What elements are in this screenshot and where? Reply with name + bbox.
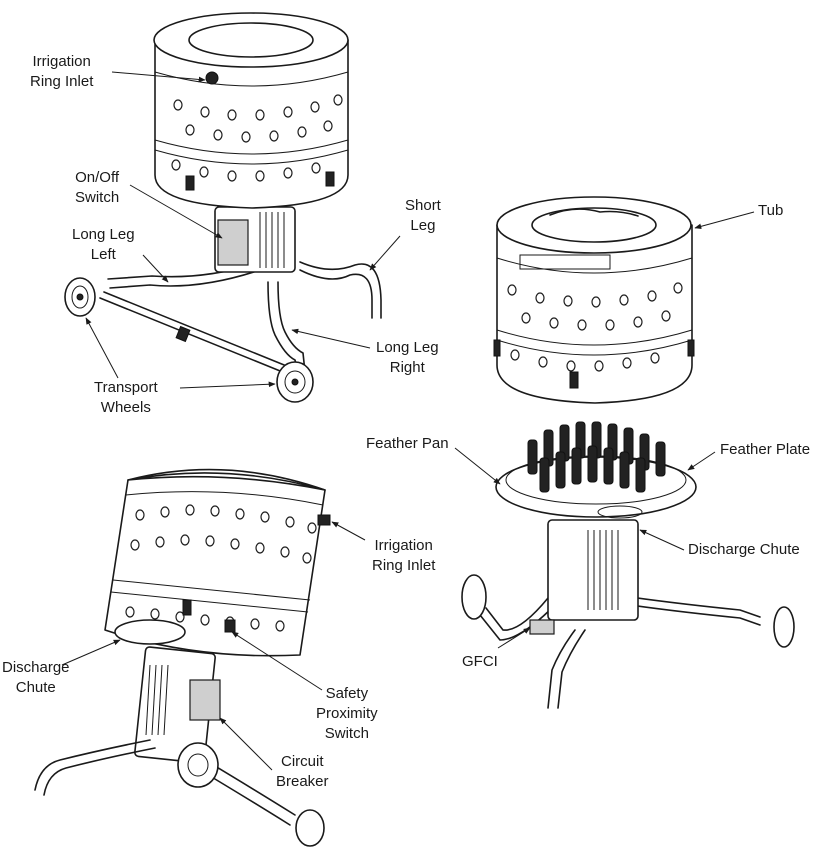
feather-fingers: [527, 421, 666, 493]
discharge-chute-side: [114, 619, 186, 645]
wheel-right: [773, 606, 795, 648]
tub-view: [493, 196, 695, 404]
transport-wheel-right: [276, 361, 314, 403]
short-leg: [299, 261, 382, 319]
wheel-left: [461, 574, 487, 620]
circuit-breaker: [189, 679, 221, 721]
transport-wheel-left: [64, 277, 96, 317]
irrigation-ring-inlet-top: [205, 71, 219, 85]
label-tub: Tub: [758, 202, 784, 219]
irrigation-ring-inlet-side: [317, 514, 331, 526]
safety-proximity-switch: [224, 619, 236, 633]
plucker-assembled-view: [64, 12, 382, 403]
plucker-tilted-view: [34, 468, 331, 847]
leader-lines: [61, 71, 755, 771]
motor-housing-lower: [547, 519, 639, 621]
label-discharge-chute-right: Discharge Chute: [688, 541, 800, 558]
long-leg-right: [277, 281, 306, 373]
on-off-switch: [217, 219, 249, 266]
gfci-outlet: [529, 619, 555, 635]
long-leg-left: [109, 269, 261, 289]
discharge-chute: [597, 505, 643, 519]
feather-plate-view: [461, 421, 795, 709]
label-feather-pan: Feather Pan: [366, 435, 449, 452]
label-gfci: GFCI: [462, 653, 498, 670]
label-feather-plate: Feather Plate: [720, 441, 811, 458]
